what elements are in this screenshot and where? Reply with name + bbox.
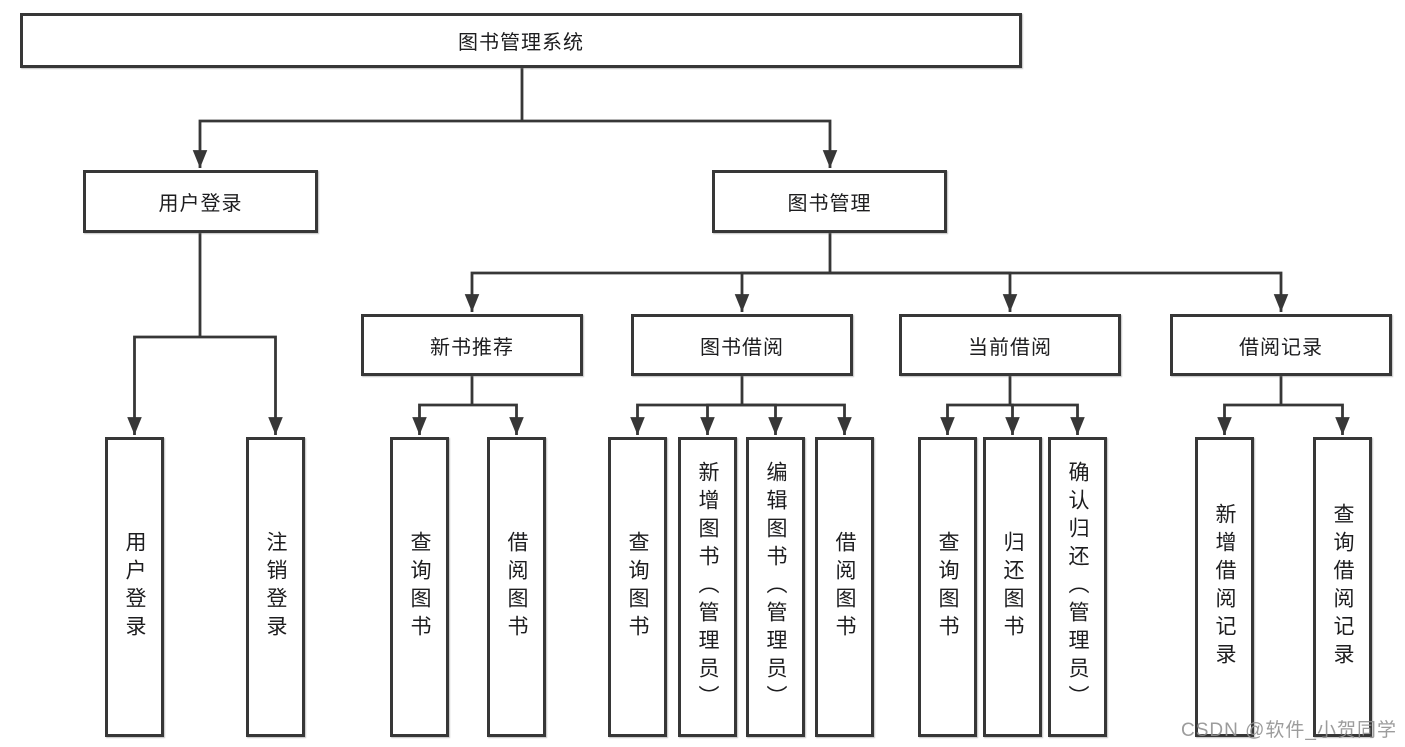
leaf-confirm-return-admin-label: 确认归还（管理员） (1066, 461, 1089, 713)
leaf-query-books-2-label: 查询图书 (626, 531, 649, 643)
leaf-user-login-label: 用户登录 (123, 531, 146, 643)
leaf-user-login: 用户登录 (105, 437, 164, 737)
leaf-borrow-books-1: 借阅图书 (487, 437, 546, 737)
node-current-borrowing: 当前借阅 (899, 314, 1121, 376)
leaf-query-borrow-record-label: 查询借阅记录 (1331, 503, 1354, 671)
leaf-add-borrow-record-label: 新增借阅记录 (1213, 503, 1236, 671)
node-book-borrowing-label: 图书借阅 (700, 336, 784, 359)
leaf-query-borrow-record: 查询借阅记录 (1313, 437, 1372, 737)
leaf-edit-books-admin: 编辑图书（管理员） (746, 437, 805, 737)
leaf-logout: 注销登录 (246, 437, 305, 737)
node-new-book-recommend: 新书推荐 (361, 314, 583, 376)
leaf-query-books-3: 查询图书 (918, 437, 977, 737)
leaf-logout-label: 注销登录 (264, 531, 287, 643)
node-user-login-label: 用户登录 (158, 193, 243, 215)
leaf-edit-books-admin-label: 编辑图书（管理员） (764, 461, 787, 713)
node-new-book-recommend-label: 新书推荐 (430, 336, 514, 359)
leaf-add-books-admin: 新增图书（管理员） (678, 437, 737, 737)
node-current-borrowing-label: 当前借阅 (968, 336, 1052, 359)
leaf-return-books-label: 归还图书 (1001, 531, 1024, 643)
leaf-query-books-3-label: 查询图书 (936, 531, 959, 643)
leaf-query-books-1: 查询图书 (390, 437, 449, 737)
node-book-management-label: 图书管理 (787, 193, 872, 215)
leaf-borrow-books-1-label: 借阅图书 (505, 531, 528, 643)
node-borrowing-records: 借阅记录 (1170, 314, 1392, 376)
leaf-borrow-books-2: 借阅图书 (815, 437, 874, 737)
node-root-label: 图书管理系统 (458, 32, 584, 54)
leaf-add-books-admin-label: 新增图书（管理员） (696, 461, 719, 713)
leaf-confirm-return-admin: 确认归还（管理员） (1048, 437, 1107, 737)
node-book-borrowing: 图书借阅 (631, 314, 853, 376)
leaf-query-books-1-label: 查询图书 (408, 531, 431, 643)
leaf-query-books-2: 查询图书 (608, 437, 667, 737)
csdn-watermark: CSDN @软件_小贺同学 (1181, 720, 1397, 741)
node-book-management: 图书管理 (712, 170, 947, 233)
leaf-return-books: 归还图书 (983, 437, 1042, 737)
node-user-login: 用户登录 (83, 170, 318, 233)
node-borrowing-records-label: 借阅记录 (1239, 336, 1323, 359)
node-root-system: 图书管理系统 (20, 13, 1022, 68)
leaf-add-borrow-record: 新增借阅记录 (1195, 437, 1254, 737)
leaf-borrow-books-2-label: 借阅图书 (833, 531, 856, 643)
